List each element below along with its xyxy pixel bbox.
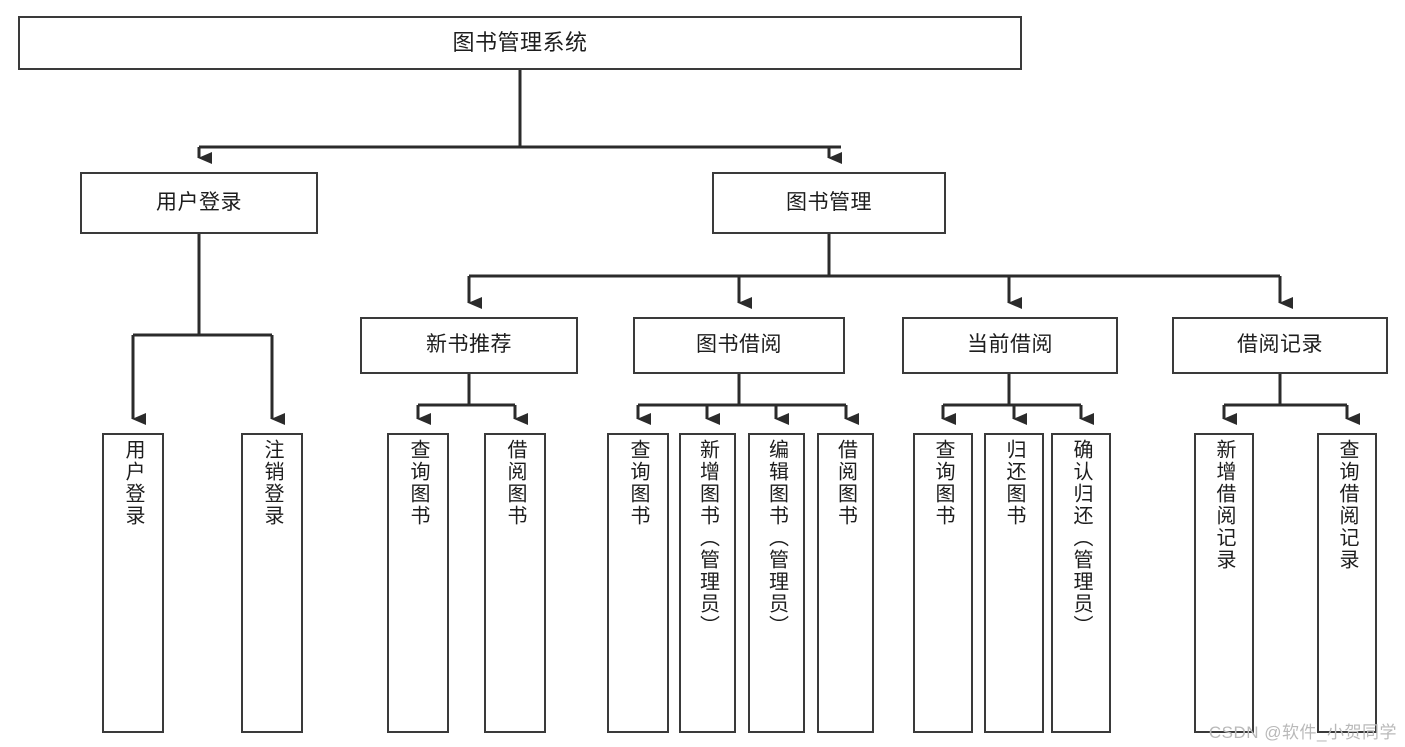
node-user-login[interactable]: 用户登录 (80, 172, 318, 234)
node-label: 新增图书（管理员） (696, 439, 719, 637)
leaf-user-login[interactable]: 用户登录 (102, 433, 164, 733)
node-label: 图书管理 (786, 190, 872, 214)
node-label: 注销登录 (261, 439, 283, 527)
leaf-borrow-book-rec[interactable]: 借阅图书 (484, 433, 546, 733)
leaf-query-book-cur[interactable]: 查询图书 (913, 433, 973, 733)
leaf-return-book[interactable]: 归还图书 (984, 433, 1044, 733)
node-borrow-record[interactable]: 借阅记录 (1172, 317, 1388, 374)
node-label: 查询图书 (407, 439, 429, 527)
leaf-query-book-rec[interactable]: 查询图书 (387, 433, 449, 733)
node-root-system[interactable]: 图书管理系统 (18, 16, 1022, 70)
node-label: 借阅记录 (1237, 333, 1323, 357)
leaf-add-record[interactable]: 新增借阅记录 (1194, 433, 1254, 733)
leaf-query-record[interactable]: 查询借阅记录 (1317, 433, 1377, 733)
node-book-borrow[interactable]: 图书借阅 (633, 317, 845, 374)
node-label: 确认归还（管理员） (1070, 439, 1092, 637)
node-label: 图书借阅 (696, 333, 782, 357)
node-label: 编辑图书（管理员） (765, 439, 788, 637)
node-label: 借阅图书 (504, 439, 526, 527)
leaf-user-logout[interactable]: 注销登录 (241, 433, 303, 733)
leaf-confirm-return[interactable]: 确认归还（管理员） (1051, 433, 1111, 733)
node-label: 查询借阅记录 (1336, 439, 1358, 571)
node-label: 查询图书 (627, 439, 649, 527)
node-label: 用户登录 (156, 190, 242, 214)
node-label: 归还图书 (1003, 439, 1025, 527)
node-label: 图书管理系统 (452, 30, 588, 56)
node-new-book-recommend[interactable]: 新书推荐 (360, 317, 578, 374)
node-label: 查询图书 (932, 439, 954, 527)
leaf-add-book[interactable]: 新增图书（管理员） (679, 433, 736, 733)
node-label: 借阅图书 (834, 439, 857, 527)
node-label: 当前借阅 (967, 333, 1053, 357)
node-current-borrow[interactable]: 当前借阅 (902, 317, 1118, 374)
node-label: 新书推荐 (426, 333, 512, 357)
leaf-edit-book[interactable]: 编辑图书（管理员） (748, 433, 805, 733)
leaf-query-book-brw[interactable]: 查询图书 (607, 433, 669, 733)
csdn-watermark: CSDN @软件_小贺同学 (1208, 723, 1397, 742)
leaf-borrow-book-brw[interactable]: 借阅图书 (817, 433, 874, 733)
node-book-management[interactable]: 图书管理 (712, 172, 946, 234)
node-label: 用户登录 (122, 439, 144, 527)
node-label: 新增借阅记录 (1213, 439, 1235, 571)
